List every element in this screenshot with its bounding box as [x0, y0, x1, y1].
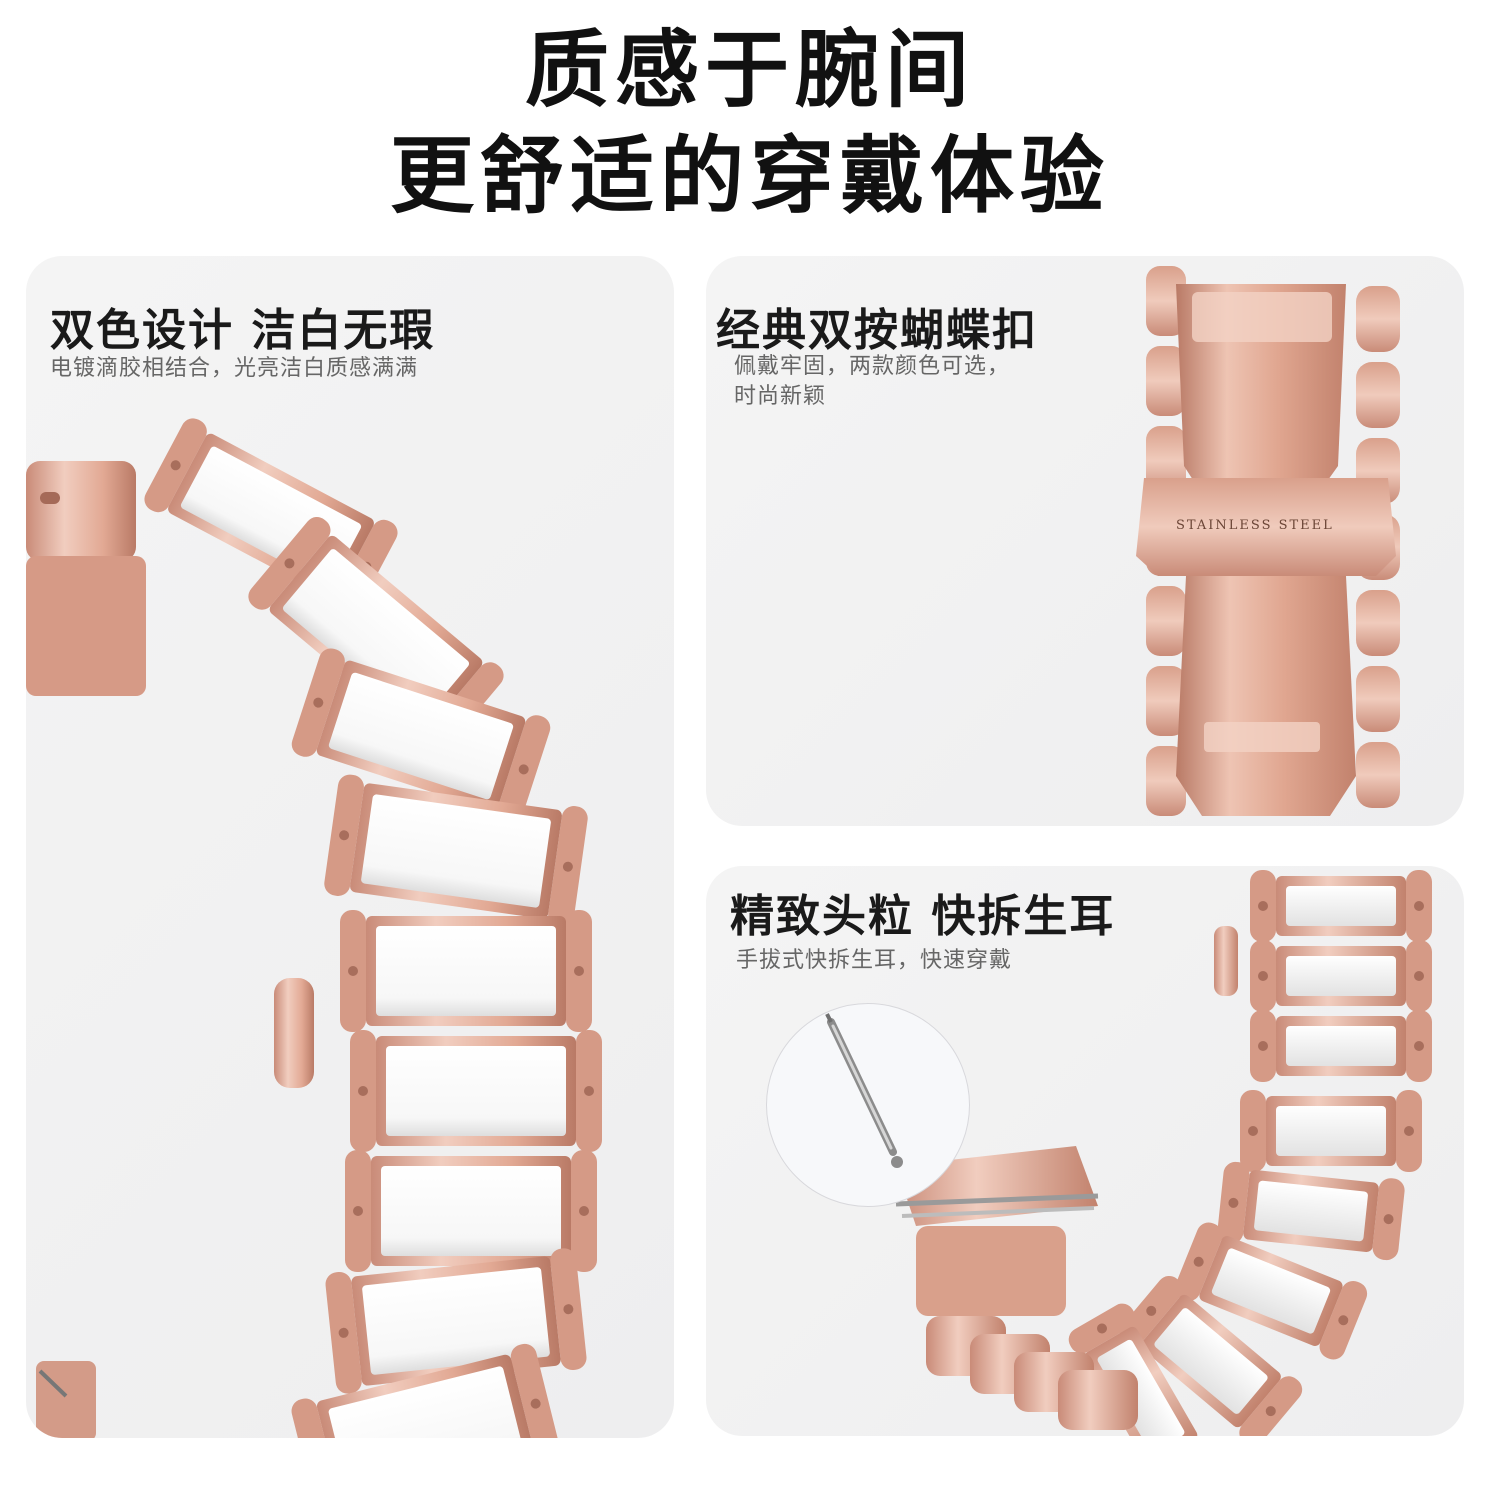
band-links: [144, 418, 602, 1438]
feature-card-quick-release: 精致头粒 快拆生耳 手拔式快拆生耳，快速穿戴: [706, 866, 1464, 1436]
band-link: [1250, 1010, 1432, 1082]
band-link: [291, 648, 551, 824]
card-subtitle-quick-release: 手拔式快拆生耳，快速穿戴: [736, 948, 1013, 973]
crown-icon: [1214, 926, 1238, 996]
band-link: [350, 1030, 602, 1152]
band-link: [1119, 1276, 1303, 1436]
feature-card-two-tone: 双色设计 洁白无瑕 电镀滴胶相结合，光亮洁白质感满满: [26, 256, 674, 1438]
butterfly-clasp: [1136, 284, 1396, 816]
spring-bar-icon: [825, 1013, 903, 1168]
band-link: [1250, 940, 1432, 1012]
band-link: [1068, 1303, 1198, 1436]
card-title-quick-release: 精致头粒 快拆生耳: [730, 891, 1116, 942]
band-link: [340, 910, 592, 1032]
card-title-two-tone: 双色设计 洁白无瑕: [50, 305, 436, 356]
card-subtitle-clasp-line-2: 时尚新颖: [734, 384, 827, 409]
ceramic-band-illustration: [26, 418, 602, 1438]
band-link: [291, 1343, 561, 1438]
watch-connector: [26, 461, 146, 696]
card-subtitle-clasp-line-1: 佩戴牢固，两款颜色可选，: [734, 354, 1011, 379]
spring-bar-detail-circle: [766, 1003, 970, 1207]
spring-bar-icon: [36, 1361, 96, 1438]
card-title-clasp: 经典双按蝴蝶扣: [716, 305, 1038, 356]
clasp-release-button: [274, 978, 314, 1088]
band-link: [1217, 1161, 1405, 1261]
band-link: [345, 1150, 597, 1272]
band-link: [325, 1248, 587, 1394]
band-link: [1250, 870, 1432, 942]
metal-link: [1058, 1370, 1138, 1430]
quick-release-band-illustration: [895, 870, 1432, 1436]
headline-line-2: 更舒适的穿戴体验: [389, 127, 1110, 225]
band-link: [1240, 1090, 1422, 1172]
band-links: [926, 870, 1432, 1436]
clasp-stamp-text: STAINLESS STEEL: [1176, 518, 1334, 533]
headline-line-1: 质感于腕间: [524, 21, 975, 119]
band-link: [1174, 1222, 1368, 1360]
band-link: [324, 774, 588, 928]
butterfly-clasp-illustration: [1136, 266, 1400, 816]
feature-card-clasp: STAINLESS STEEL 经典双按蝴蝶扣 佩戴牢固，两款颜色可选， 时尚新…: [706, 256, 1464, 826]
card-subtitle-two-tone: 电镀滴胶相结合，光亮洁白质感满满: [50, 356, 419, 381]
